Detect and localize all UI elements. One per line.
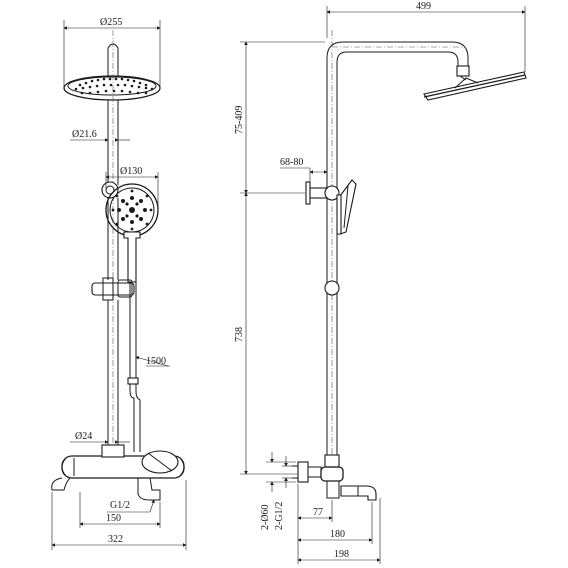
thermostatic-mixer-side [292, 454, 377, 501]
dim-overall-reach: 499 [416, 1, 431, 12]
swivel-joint [456, 65, 470, 77]
dim-wall-offset: 68-80 [280, 157, 303, 168]
dim-thread-pair: 2-G1/2 [274, 502, 285, 530]
dim-pipe-diameter: Ø24 [75, 431, 92, 442]
riser-arm-inner [336, 51, 459, 455]
handshower-head-front [105, 183, 159, 237]
handshower-side [336, 179, 357, 235]
dim-escutcheon: 2-Ø60 [260, 504, 271, 530]
slide-bracket-side [324, 280, 340, 296]
dim-arm-diameter: Ø21.6 [72, 129, 97, 140]
dim-height-adjust: 75-409 [234, 106, 245, 134]
rain-shower-head-front [63, 75, 161, 101]
rain-shower-head-side [423, 71, 527, 101]
front-view [51, 30, 185, 501]
dim-handshower-diameter: Ø130 [120, 166, 142, 177]
dim-inlet-depth: 77 [313, 507, 323, 518]
riser-arm-outer [326, 41, 469, 455]
handshower-handle-front [123, 231, 141, 283]
hose-left [129, 282, 135, 452]
dim-head-diameter: Ø255 [100, 17, 122, 28]
side-dimensions: 499 75-409 68-80 738 2-Ø60 2-G1/2 77 [234, 1, 526, 564]
dim-spout-depth: 180 [330, 529, 345, 540]
thermostatic-mixer-front [51, 444, 185, 501]
dim-hose-length: 1500 [146, 356, 166, 367]
wall-bracket-side [305, 181, 340, 205]
hose-nut [127, 377, 139, 385]
dim-inlet-spacing: 150 [106, 513, 121, 524]
side-view [292, 30, 527, 501]
front-dimensions: Ø255 Ø21.6 Ø130 1500 Ø24 G1/2 150 322 [51, 17, 187, 550]
dim-mixer-width: 322 [108, 534, 123, 545]
dim-inlet-thread: G1/2 [110, 500, 130, 511]
hose-right [135, 282, 141, 452]
dim-riser-length: 738 [234, 327, 245, 342]
dim-total-depth: 198 [334, 549, 349, 560]
